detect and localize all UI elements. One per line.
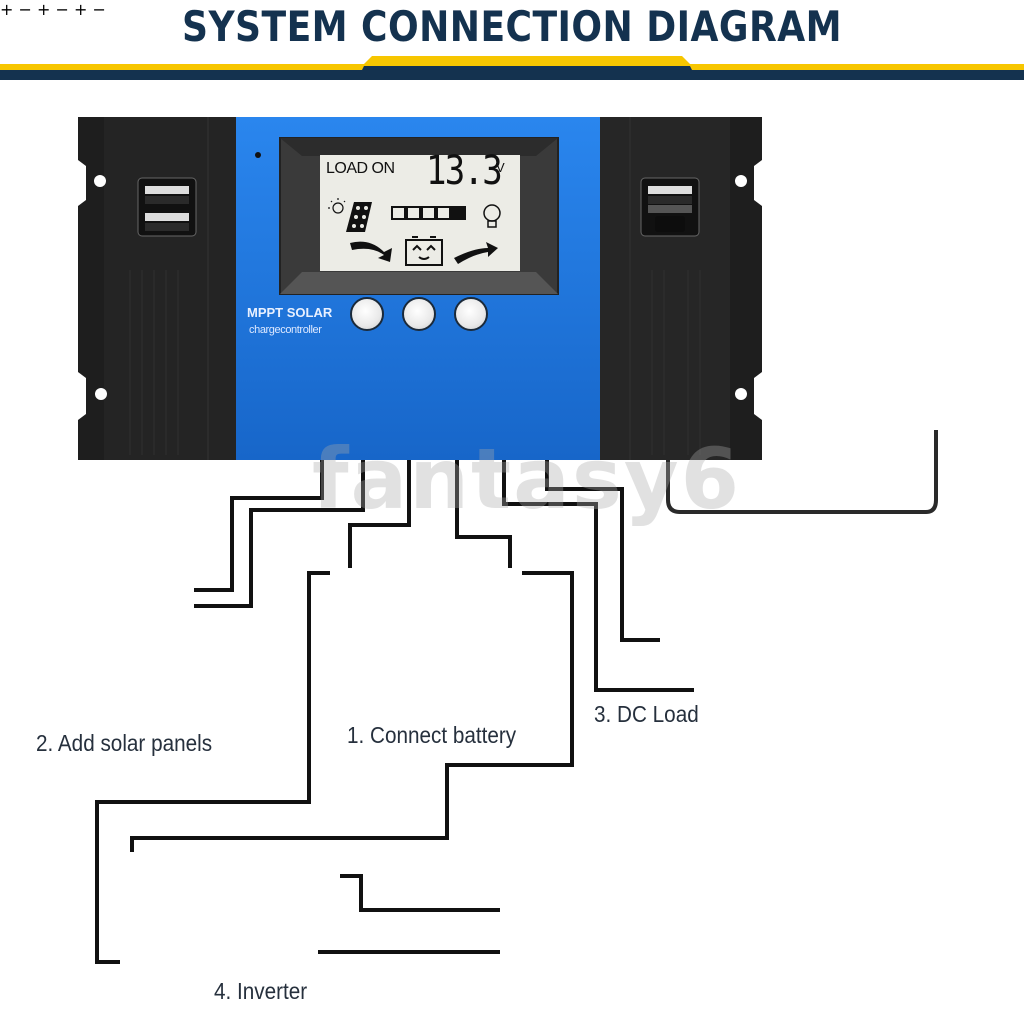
battery-level-icon [391, 206, 466, 220]
terminal-label: − [55, 0, 69, 19]
down-button[interactable] [454, 297, 488, 331]
wire-solar-positive [194, 460, 324, 592]
header-stripe [0, 56, 1024, 80]
terminal-label: + [37, 0, 51, 19]
wire-solar-negative [194, 460, 365, 608]
lcd-voltage-unit: V [496, 160, 505, 175]
mount-hole [735, 388, 747, 400]
wire-load-positive [502, 460, 694, 692]
lcd-voltage: 13.3 [426, 148, 503, 194]
mount-hole [95, 388, 107, 400]
charge-controller [78, 117, 762, 460]
terminal-label: + [74, 0, 88, 19]
step-inverter-label: 4. Inverter [214, 978, 308, 1004]
usb-cable [666, 226, 938, 514]
terminal-label: − [92, 0, 106, 19]
controller-left-wing [78, 117, 236, 460]
terminal-label: + [0, 0, 14, 19]
wire-battery-positive [348, 460, 411, 568]
wire-washer-1 [340, 874, 500, 912]
sun-icon [328, 198, 346, 214]
solar-panel-cells [352, 206, 368, 228]
controller-right-wing [600, 117, 762, 460]
wire-battery-negative [455, 460, 512, 568]
step-battery-label: 1. Connect battery [347, 722, 517, 748]
mount-hole [735, 175, 747, 187]
bulb-icon [483, 204, 501, 228]
step-load-label: 3. DC Load [594, 701, 699, 727]
battery-face-icon [405, 236, 443, 266]
charge-arrow-icon [350, 241, 392, 262]
discharge-arrow-icon [454, 242, 498, 264]
menu-button[interactable] [350, 297, 384, 331]
brand-subtitle: chargecontroller [249, 324, 322, 336]
wire-inverter-positive [95, 571, 330, 964]
wires [95, 460, 694, 964]
wire-inverter-negative [130, 571, 574, 852]
phone-charge-status: 75% Charged [906, 228, 943, 234]
step-solar-label: 2. Add solar panels [36, 730, 213, 756]
usb-port-right [640, 177, 700, 237]
page-title: SYSTEM CONNECTION DIAGRAM [182, 2, 842, 51]
status-led [255, 152, 261, 158]
up-button[interactable] [402, 297, 436, 331]
terminal-label: − [18, 0, 32, 19]
brand-name: MPPT SOLAR [247, 305, 333, 320]
wire-load-negative [545, 460, 660, 642]
mount-hole [94, 175, 106, 187]
lcd-load-status: LOAD ON [326, 160, 395, 177]
usb-port-left [137, 177, 197, 237]
